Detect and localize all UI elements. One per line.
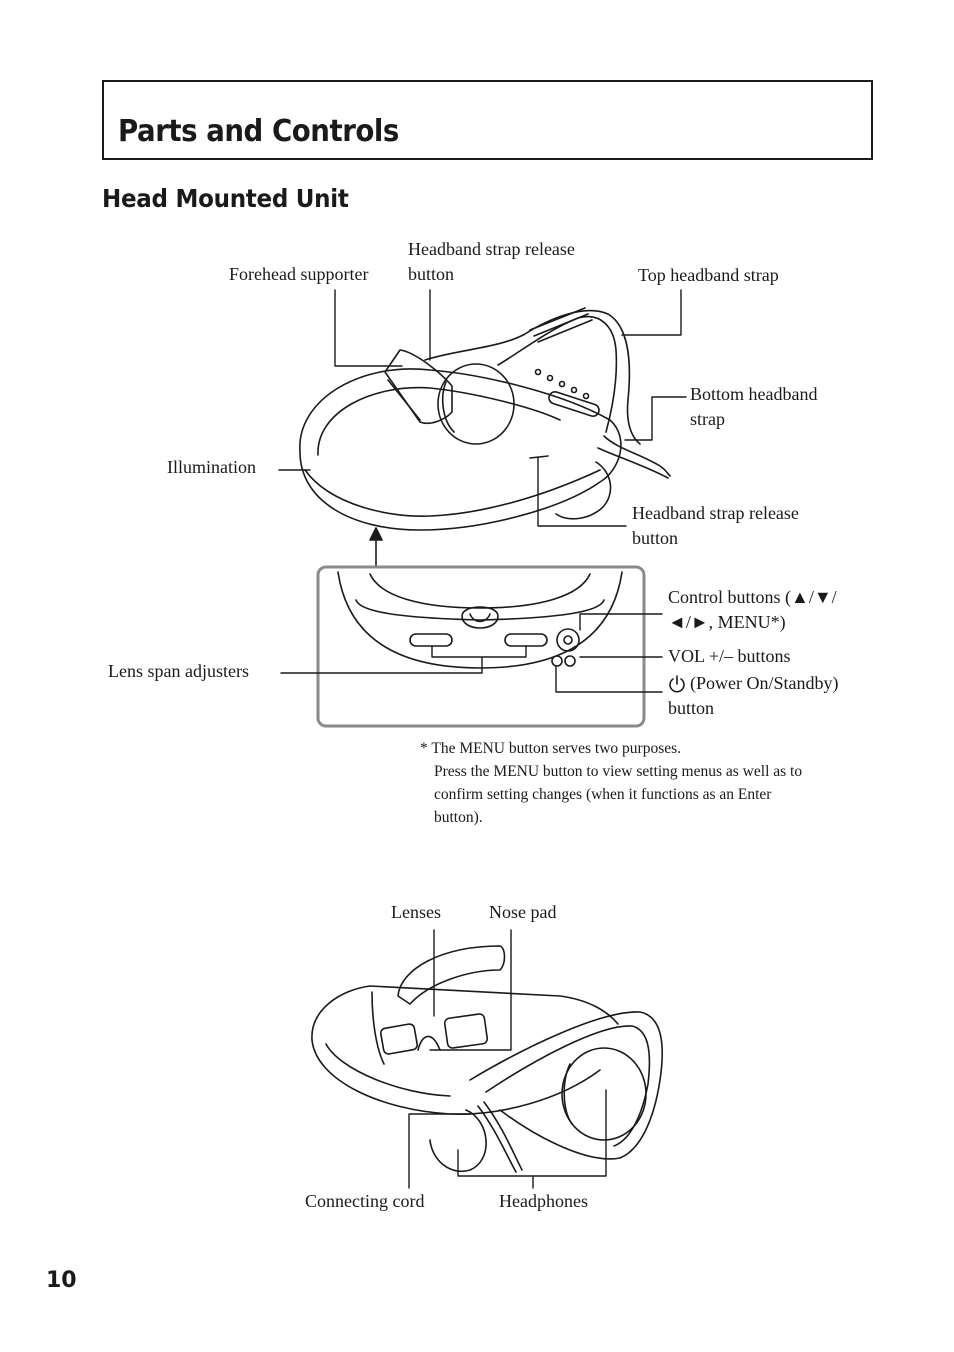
label-power-button-2: button — [668, 698, 715, 718]
label-bottom-headband-1: Bottom headband — [690, 384, 818, 404]
headphone-left — [429, 1109, 487, 1173]
label-illumination: Illumination — [167, 457, 256, 477]
lens-adjuster-left — [409, 633, 453, 647]
indicator-dot — [534, 368, 542, 376]
lens-right — [443, 1013, 489, 1049]
earphone-rim — [441, 381, 455, 433]
vol-minus-button — [551, 655, 563, 667]
control-panel-inset — [316, 565, 646, 728]
label-forehead-supporter: Forehead supporter — [229, 264, 369, 284]
rear-headband-loop — [469, 1011, 663, 1160]
label-connecting-cord: Connecting cord — [305, 1191, 425, 1211]
label-control-buttons-1: Control buttons (▲/▼/ — [668, 587, 837, 607]
label-nose-pad: Nose pad — [489, 902, 557, 922]
title-box: Parts and Controls — [102, 80, 873, 160]
panel-top-edge — [369, 573, 591, 609]
connecting-cord — [477, 1105, 517, 1173]
label-headband-release-side-1: Headband strap release — [632, 503, 799, 523]
connecting-cord-2 — [483, 1101, 523, 1171]
panel-outline — [337, 571, 623, 669]
top-strap-inner — [497, 315, 618, 433]
indicator-dot — [546, 374, 554, 382]
lens-left — [379, 1023, 419, 1055]
label-lenses: Lenses — [391, 902, 441, 922]
forehead-supporter-pad — [384, 349, 453, 425]
top-strap-outer — [424, 309, 641, 445]
side-slider — [548, 391, 600, 417]
rear-visor-top — [311, 985, 619, 1041]
leader-lines-bottom — [408, 929, 607, 1189]
nose-cutout — [461, 606, 499, 629]
footnote-line: confirm setting changes (when it functio… — [434, 786, 772, 803]
label-headband-release-top-1: Headband strap release — [408, 239, 575, 259]
vol-plus-button — [564, 655, 576, 667]
label-bottom-headband-2: strap — [690, 409, 725, 429]
rear-visor-inner — [325, 1043, 451, 1097]
section-title: Head Mounted Unit — [102, 184, 349, 213]
rear-visor-side — [371, 991, 385, 1065]
label-power-button-1: (Power On/Standby) — [690, 673, 839, 693]
panel-curve — [355, 599, 605, 621]
headphone-right-rim — [563, 1063, 573, 1125]
leader-lines-top — [278, 289, 687, 693]
inset-arrow-head — [369, 527, 383, 541]
label-headband-release-side-2: button — [632, 528, 679, 548]
forehead-supporter-edge — [387, 379, 421, 421]
nose-pad-shape — [417, 1035, 441, 1051]
rear-forehead-pad — [397, 945, 506, 1005]
rear-earphone — [555, 461, 612, 520]
footnote-line: Press the MENU button to view setting me… — [434, 763, 803, 780]
visor-body — [299, 368, 622, 531]
label-headphones: Headphones — [499, 1191, 588, 1211]
control-dpad-center — [563, 635, 573, 645]
menu-footnote: * The MENU button serves two purposes. P… — [420, 737, 802, 829]
control-dpad — [556, 628, 580, 652]
strap-ribs — [529, 307, 593, 343]
label-top-headband-strap: Top headband strap — [638, 265, 779, 285]
bottom-strap — [603, 435, 671, 477]
lens-adjuster-right — [504, 633, 548, 647]
footnote-line: * The MENU button serves two purposes. — [420, 740, 682, 757]
label-control-buttons-2: ◄/►, MENU*) — [668, 612, 786, 632]
inset-frame — [316, 565, 646, 728]
rear-headband-inner — [485, 1025, 651, 1147]
visor-inner-edge — [317, 386, 561, 456]
unit-front-view — [299, 307, 671, 531]
label-vol-buttons: VOL +/– buttons — [668, 646, 791, 666]
indicator-dot — [582, 392, 590, 400]
connecting-cord-top — [597, 447, 669, 479]
footnote-line: button). — [434, 809, 483, 826]
unit-rear-view — [311, 945, 663, 1173]
label-headband-release-top-2: button — [408, 264, 455, 284]
label-lens-span-adjusters: Lens span adjusters — [108, 661, 249, 681]
power-icon — [669, 675, 685, 693]
side-release-button — [529, 455, 549, 459]
page-title: Parts and Controls — [118, 114, 399, 149]
indicator-dot — [558, 380, 566, 388]
page-number: 10 — [46, 1268, 77, 1293]
visor-lower-edge — [304, 469, 601, 517]
indicator-dot — [570, 386, 578, 394]
headphone-right — [561, 1047, 647, 1141]
earphone-disc — [437, 363, 515, 445]
nose-cutout-inner — [469, 613, 491, 623]
